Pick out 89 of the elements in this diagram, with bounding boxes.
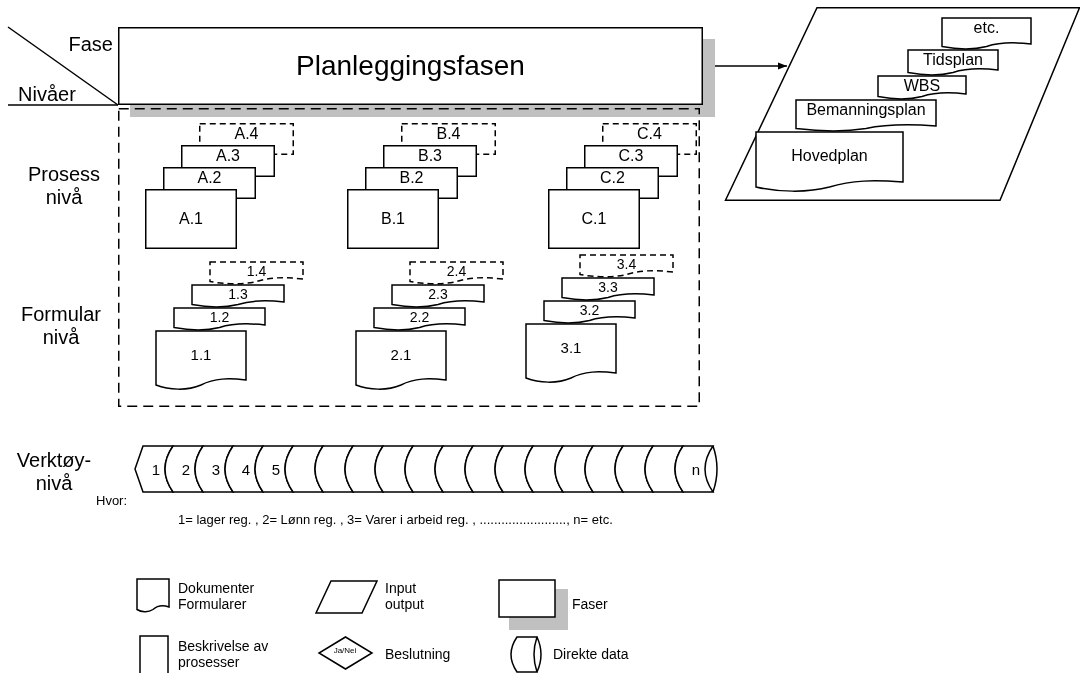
document-shape: [941, 17, 1032, 49]
document-shape: [409, 261, 504, 284]
document-shape: [209, 261, 304, 284]
document-title: Bemanningsplan: [806, 101, 926, 118]
tool-number: 2: [181, 460, 191, 478]
document-title: 3.4: [616, 256, 637, 272]
data-drum-segment: [525, 446, 563, 492]
data-drum-segment: [615, 446, 653, 492]
footnote: 1= lager reg. , 2= Lønn reg. , 3= Varer i arbeid reg. , ........................, n= etc.: [178, 513, 614, 528]
tool-number: 1: [151, 460, 161, 478]
document-shape: [755, 131, 904, 192]
phase-box: [118, 27, 715, 117]
document-title: 3.1: [560, 338, 582, 356]
document-shape: [173, 307, 266, 330]
document-title: WBS: [903, 77, 941, 94]
tool-number: 5: [271, 460, 281, 478]
data-drum-segment: [195, 446, 233, 492]
level-label: Prosess nivå: [26, 163, 102, 209]
arrow: [714, 62, 788, 70]
document-title: 2.2: [409, 309, 430, 325]
document-title: Hovedplan: [791, 146, 868, 165]
document-shape: [907, 49, 999, 75]
data-drum-segment: [495, 446, 533, 492]
level-label: Verktøy- nivå: [16, 449, 92, 495]
data-drum-segment: [315, 446, 353, 492]
decision-text: Ja/Nei: [332, 646, 358, 656]
data-drum-segment: [585, 446, 623, 492]
tool-number: n: [691, 460, 701, 478]
data-drum-segment: [165, 446, 203, 492]
tool-number: 4: [241, 460, 251, 478]
document-shape: [373, 307, 466, 330]
document-title: 1.1: [190, 345, 212, 363]
document-shape: [543, 300, 636, 323]
level-axis-label: Nivåer: [18, 83, 77, 106]
legend-text: Direkte data: [553, 646, 630, 663]
phase-title: Planleggingsfasen: [296, 50, 525, 82]
data-drum-segment: [645, 446, 683, 492]
process-id: C.3: [618, 147, 644, 164]
input-output-parallelogram: [725, 7, 1080, 201]
data-drum-segment: [285, 446, 323, 492]
process-id: C.2: [600, 169, 625, 186]
document-title: 3.3: [598, 279, 618, 295]
process-id: A.2: [197, 169, 222, 186]
document-shape: [391, 284, 485, 307]
data-drum-segment: [405, 446, 443, 492]
data-drum-segment: [375, 446, 413, 492]
legend-text: Dokumenter Formularer: [178, 580, 256, 613]
legend-text: Input output: [385, 580, 425, 613]
phase-axis-label: Fase: [67, 33, 113, 56]
process-box: [347, 189, 439, 249]
document-title: 3.2: [579, 302, 600, 318]
document-title: 1.3: [228, 286, 248, 302]
data-drum-segment: [675, 446, 721, 492]
process-id: C.4: [637, 125, 662, 142]
legend-text: Faser: [572, 596, 609, 613]
tool-number: 3: [211, 460, 221, 478]
data-drum-segment: [345, 446, 383, 492]
data-drum-segment: [465, 446, 503, 492]
document-title: 2.4: [446, 263, 467, 279]
process-box: [145, 189, 237, 249]
document-shape: [191, 284, 285, 307]
process-id: A.4: [234, 125, 259, 142]
data-drum-segment: [435, 446, 473, 492]
process-id: A.3: [216, 147, 240, 164]
process-id: B.2: [399, 169, 424, 186]
document-title: 1.4: [246, 263, 267, 279]
document-title: etc.: [973, 19, 1000, 36]
document-title: 1.2: [209, 309, 230, 325]
document-title: 2.3: [428, 286, 448, 302]
process-id: C.1: [581, 210, 607, 228]
note-heading: Hvor:: [96, 494, 129, 509]
document-shape: [877, 75, 967, 99]
document-shape: [561, 277, 655, 300]
document-title: Tidsplan: [923, 51, 983, 68]
document-title: 2.1: [390, 345, 412, 363]
data-drum-segment: [555, 446, 593, 492]
process-id: A.1: [179, 210, 203, 228]
level-label: Formular nivå: [20, 303, 102, 349]
data-drum-segment: [255, 446, 293, 492]
process-id: B.3: [418, 147, 442, 164]
data-drum-segment: [135, 446, 173, 492]
process-box: [548, 189, 640, 249]
data-drum-segment: [225, 446, 263, 492]
legend-text: Beskrivelse av prosesser: [178, 638, 270, 671]
legend-text: Beslutning: [385, 646, 452, 663]
process-id: B.4: [436, 125, 461, 142]
process-id: B.1: [381, 210, 405, 228]
dashed-boundary-frame: [118, 108, 700, 407]
document-shape: [579, 254, 674, 277]
